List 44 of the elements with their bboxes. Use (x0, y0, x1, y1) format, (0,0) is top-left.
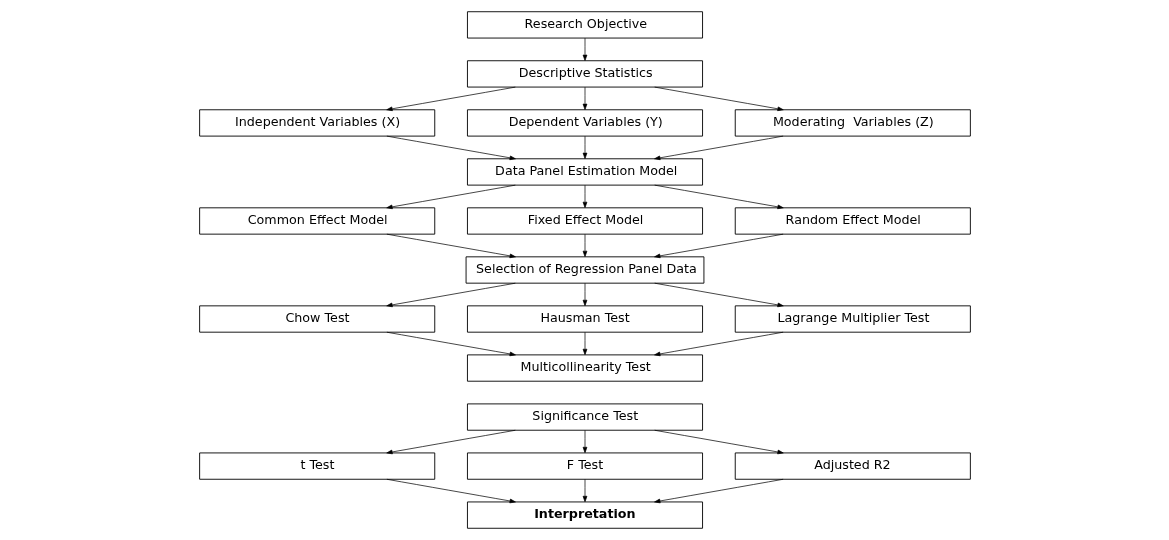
node-box: Random Effect Model (734, 207, 971, 235)
arrow (653, 282, 784, 308)
node-box: F Test (466, 452, 703, 480)
arrow (385, 429, 516, 455)
node-box: Multicollinearity Test (466, 354, 703, 382)
arrow (582, 233, 587, 257)
node-box: Interpretation (466, 501, 703, 529)
arrow (582, 37, 587, 61)
arrow (582, 430, 587, 454)
node-box: Fixed Effect Model (466, 207, 703, 235)
arrow (582, 86, 587, 110)
arrow (582, 184, 587, 208)
node-box: Dependent Variables (Y) (466, 109, 703, 137)
node-box: t Test (198, 452, 435, 480)
arrow (582, 135, 587, 159)
arrow (653, 429, 784, 455)
arrow (386, 478, 516, 504)
node-box: Moderating Variables (Z) (734, 109, 971, 137)
arrow (653, 331, 783, 357)
arrow (386, 233, 516, 259)
node-box: Descriptive Statistics (466, 60, 703, 88)
node-box: Research Objective (466, 11, 703, 39)
node-box: Hausman Test (466, 305, 703, 333)
arrow (653, 184, 784, 210)
node-box: Selection of Regression Panel Data (465, 256, 704, 284)
node-box: Data Panel Estimation Model (466, 158, 703, 186)
node-box: Adjusted R2 (734, 452, 971, 480)
arrow (582, 479, 587, 503)
arrow (385, 86, 516, 112)
node-box: Independent Variables (X) (198, 109, 435, 137)
arrow (653, 478, 783, 504)
arrow (653, 86, 784, 112)
node-box: Chow Test (198, 305, 435, 333)
arrow (385, 282, 516, 308)
node-box: Lagrange Multiplier Test (734, 305, 971, 333)
arrow (385, 184, 516, 210)
arrow (582, 282, 587, 306)
node-box: Significance Test (466, 403, 703, 431)
arrow (386, 331, 516, 357)
arrow (582, 331, 587, 355)
node-box: Common Effect Model (198, 207, 435, 235)
arrow (386, 135, 516, 161)
arrow (653, 135, 783, 161)
arrow (653, 233, 783, 259)
